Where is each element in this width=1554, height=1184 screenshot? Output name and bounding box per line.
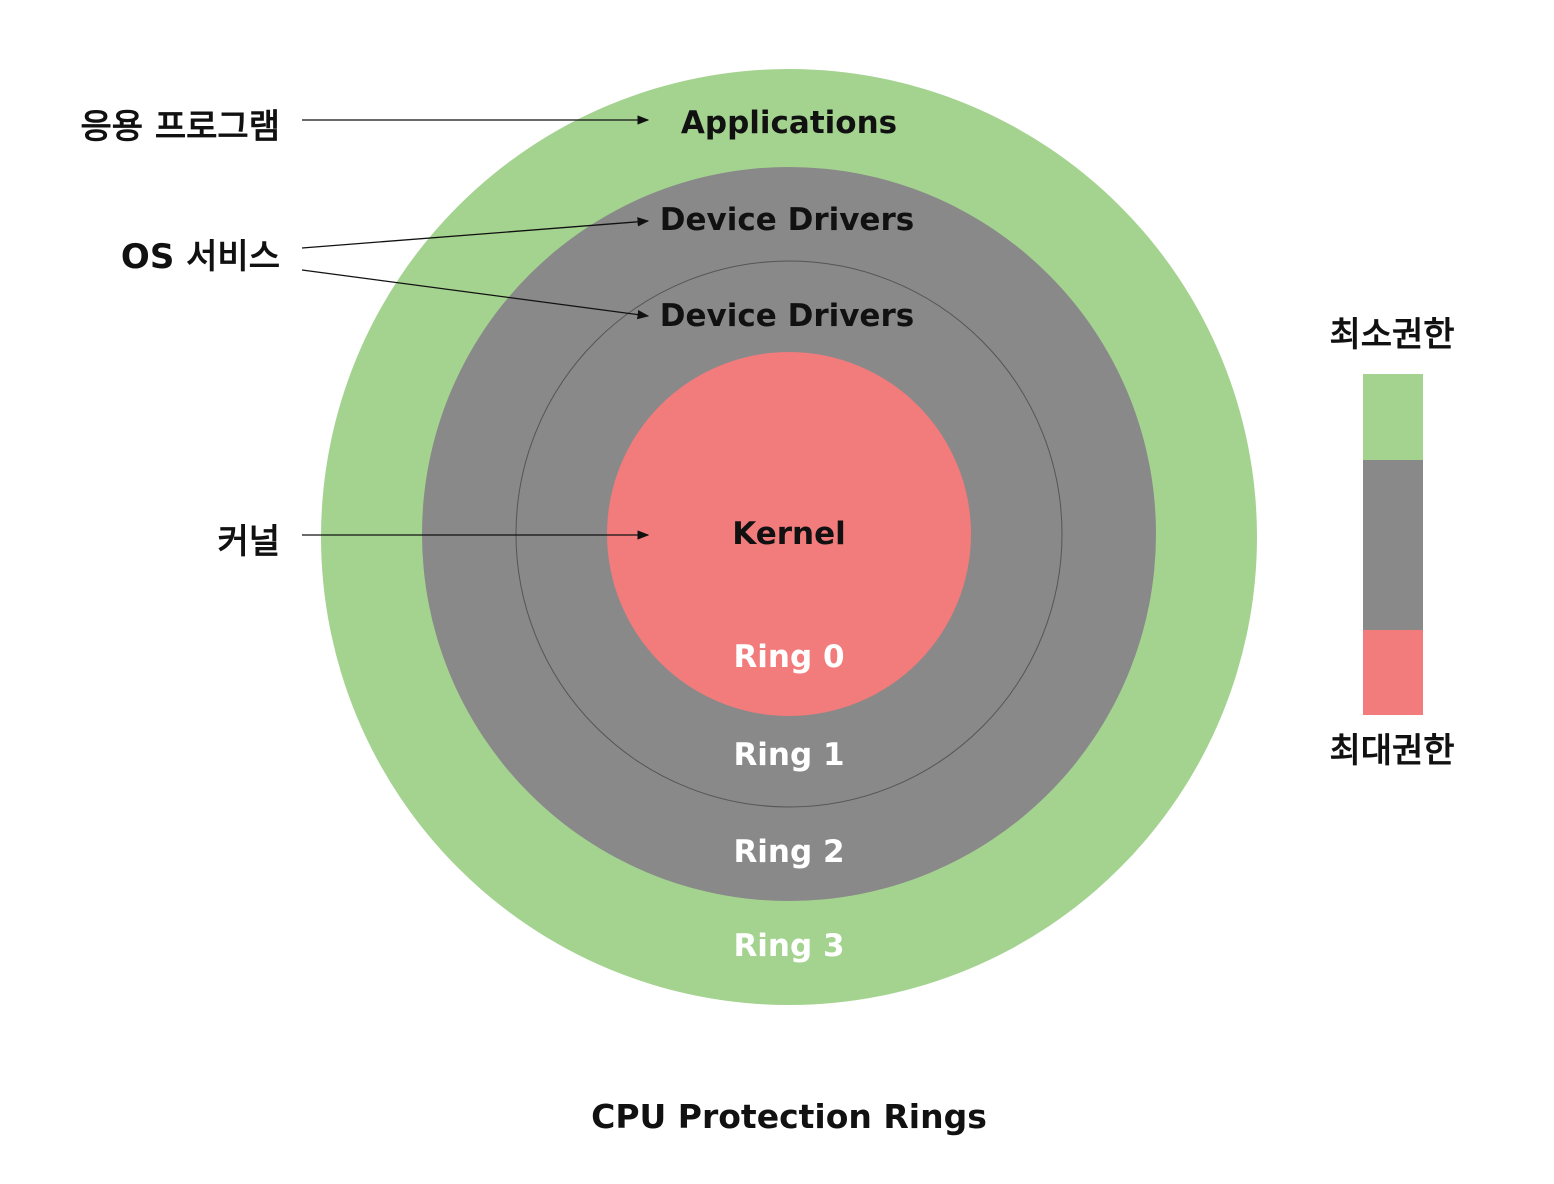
ring-1-label: Ring 1 [733,737,844,773]
diagram-caption: CPU Protection Rings [591,1097,987,1136]
device-drivers-outer-label: Device Drivers [660,202,914,238]
os-services-side-label: OS 서비스 [121,237,280,277]
legend-bar-ring-3 [1363,374,1423,460]
ring-2-label: Ring 2 [733,834,844,870]
kernel-label: Kernel [732,516,846,552]
legend-max-privilege-label: 최대권한 [1329,731,1454,771]
legend-bar-ring-0 [1363,630,1423,715]
ring-0-label: Ring 0 [733,639,844,675]
applications-label: Applications [681,105,897,141]
legend-min-privilege-label: 최소권한 [1329,315,1454,355]
os-services-arrow-outer [301,217,650,249]
device-drivers-inner-label: Device Drivers [660,298,914,334]
ring-1-boundary [515,260,1063,808]
kernel-side-label: 커널 [217,522,280,562]
applications-side-label: 응용 프로그램 [80,107,280,147]
ring-0-circle [607,352,971,716]
os-services-arrow-inner [301,269,650,320]
legend-bar-ring-1-2 [1363,460,1423,630]
ring-3-label: Ring 3 [733,928,844,964]
